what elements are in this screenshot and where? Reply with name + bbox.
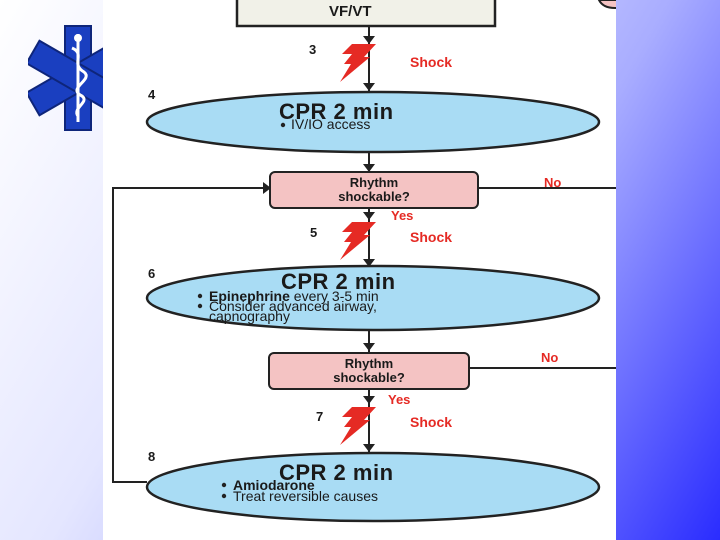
arrow-head (363, 259, 375, 267)
arrow-head (363, 36, 375, 44)
shock-label-1: Shock (410, 54, 453, 70)
arrow-head (363, 212, 375, 220)
flowchart-graphics (112, 0, 616, 523)
vf-vt-box (235, 0, 497, 28)
rhythm-2-no-label: No (541, 350, 559, 365)
rhythm-2-yes-label: Yes (388, 392, 411, 407)
rhythm-check-1-label: Rhythm shockable? (270, 176, 478, 204)
cpr-step-6-item-2-cont: capnography (209, 308, 290, 324)
arrow-head (363, 444, 375, 452)
step-number-4: 4 (148, 87, 156, 102)
cpr-step-6-item-1: Epinephrine every 3-5 min (209, 289, 379, 304)
cpr-step-4-item: IV/IO access (291, 116, 371, 132)
arrow-head (363, 396, 375, 404)
rhythm-check-box-1 (269, 171, 479, 209)
epinephrine-dose: every 3-5 min (289, 288, 379, 304)
arrow-head (363, 164, 375, 172)
rhythm-1-no-label: No (544, 175, 562, 190)
cpr-step-6-item-2: Consider advanced airway, (209, 298, 377, 314)
arrow-head (363, 343, 375, 351)
step-number-3: 3 (309, 42, 317, 57)
rhythm-check-1-line1: Rhythm (349, 175, 399, 190)
step-number-5: 5 (310, 225, 318, 240)
shock-label-2: Shock (410, 229, 453, 245)
rhythm-check-1-line2: shockable? (338, 189, 410, 204)
arrow-head (363, 83, 375, 91)
rhythm-1-yes-label: Yes (391, 208, 414, 223)
bullet-dot (280, 122, 286, 128)
shock-bolt-icon (340, 44, 376, 82)
arrow-head (263, 182, 271, 194)
acls-flowchart-panel: VF/VT 3 4 5 6 7 8 Shock Shock Shock CPR … (103, 0, 616, 540)
cpr-step-8-item-2: Treat reversible causes (233, 488, 378, 504)
cpr-step-6-title: CPR 2 min (281, 269, 396, 294)
amiodarone-label: Amiodarone (233, 477, 315, 493)
shock-bolt-icon (340, 222, 376, 260)
cpr-step-8-ellipse (145, 451, 601, 523)
bullet-dot (197, 293, 203, 299)
vf-vt-label: VF/VT (329, 3, 372, 20)
step-number-8: 8 (148, 449, 156, 464)
rhythm-check-2-line1: Rhythm (344, 356, 394, 371)
cpr-step-8-title: CPR 2 min (279, 460, 394, 485)
shock-bolt-icon (340, 407, 376, 445)
loop-back-line (112, 187, 263, 483)
cpr-step-4-ellipse (145, 90, 601, 154)
cpr-step-6-ellipse (145, 264, 601, 332)
bullet-dot (221, 482, 227, 488)
top-right-partial-box (597, 0, 616, 9)
epinephrine-label: Epinephrine (209, 288, 290, 304)
rhythm-check-box-2 (268, 352, 470, 390)
rhythm-check-2-line2: shockable? (333, 370, 405, 385)
step-number-7: 7 (316, 409, 324, 424)
cpr-step-4-title: CPR 2 min (279, 99, 394, 124)
rhythm-check-2-label: Rhythm shockable? (269, 357, 469, 385)
bullet-dot (197, 303, 203, 309)
cpr-step-8-item-1: Amiodarone (233, 478, 315, 493)
shock-label-3: Shock (410, 414, 453, 430)
bullet-dot (221, 493, 227, 499)
step-number-6: 6 (148, 266, 156, 281)
